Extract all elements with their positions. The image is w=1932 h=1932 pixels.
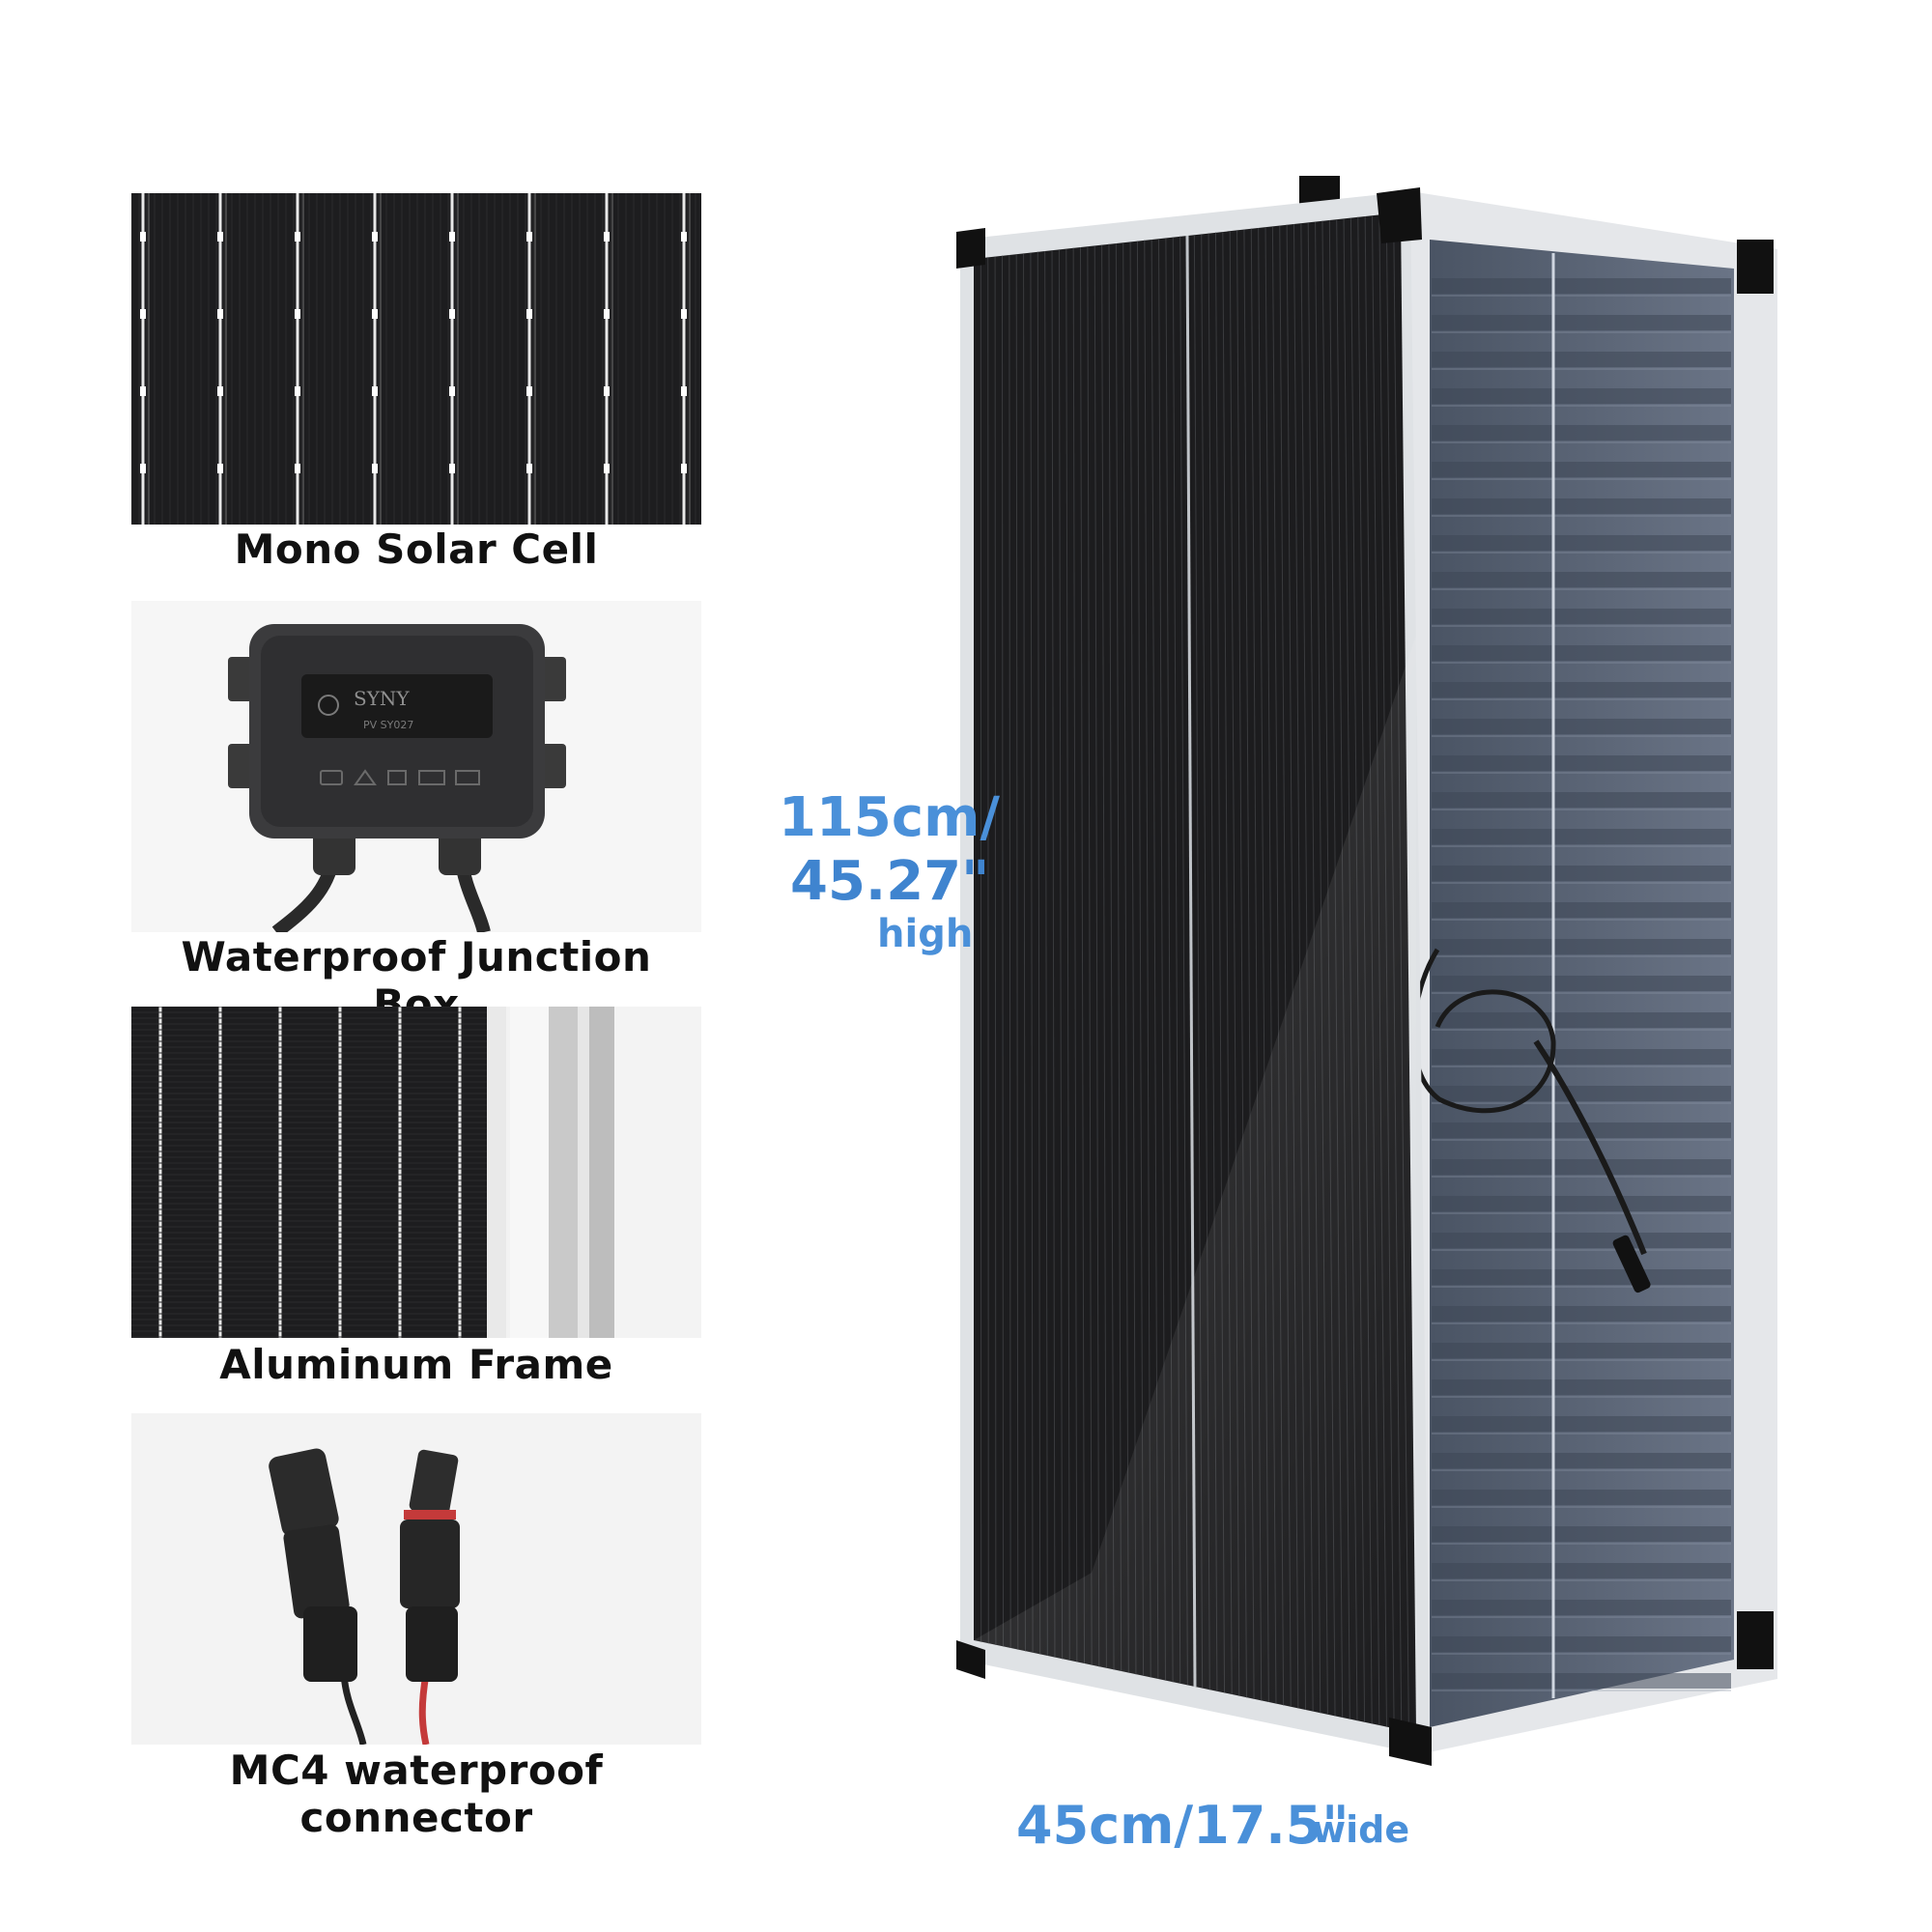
width-dimension-value: 45cm/17.5" [1016,1795,1350,1856]
junction-box-model: PV SY027 [363,719,413,731]
height-dimension-line2: 45.27" [790,850,990,913]
aluminum-frame-label: Aluminum Frame [219,1341,613,1388]
mc4-connector-image [131,1413,701,1745]
height-dimension-word: high [877,912,974,956]
aluminum-frame-image [131,1007,701,1338]
junction-box-image: SYNY PV SY027 [131,601,701,932]
junction-box-brand: SYNY [354,687,410,710]
mc4-connector-label: MC4 waterproof connector [229,1747,604,1841]
solar-panel-illustration [956,172,1777,1814]
width-dimension-word: wide [1312,1808,1410,1851]
mono-solar-cell-image [131,193,701,525]
height-dimension-line1: 115cm/ [779,786,1000,849]
mono-solar-cell-label: Mono Solar Cell [234,526,599,573]
